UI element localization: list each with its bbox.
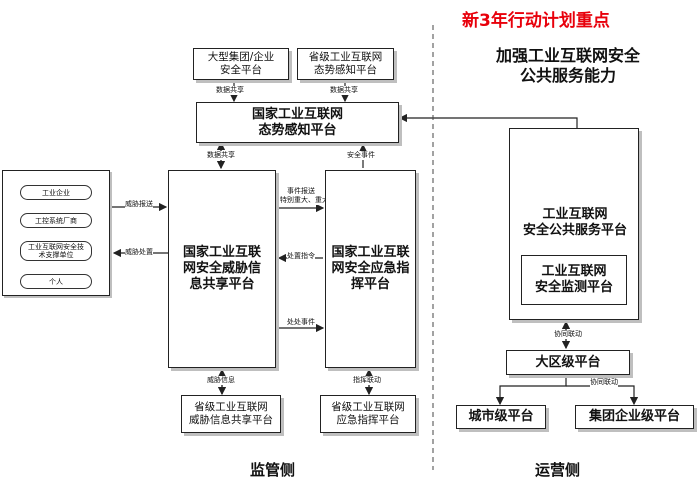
box-line: 城市级平台 xyxy=(468,409,534,424)
box-line: 省级工业互联网 xyxy=(331,401,405,413)
public-service-title: 工业互联网 安全公共服务平台 xyxy=(510,207,640,239)
box-line: 省级工业互联网 xyxy=(308,51,383,63)
threat-info-share-platform: 国家工业互联 网安全威胁信 息共享平台 xyxy=(168,170,276,368)
box-line: 威胁信息共享平台 xyxy=(189,414,273,426)
plan-title: 新3年行动计划重点 xyxy=(462,11,610,31)
box-line: 工业互联网 xyxy=(541,264,607,279)
regulation-side-label: 监管侧 xyxy=(250,461,296,479)
box-line: 大型集团/企业 xyxy=(207,51,275,63)
box-line: 态势感知平台 xyxy=(314,64,377,76)
label-coordinated-1: 协同联动 xyxy=(554,330,582,339)
box-line: 网安全威胁信 xyxy=(182,261,261,276)
box-line: 安全平台 xyxy=(220,64,262,76)
entities-panel: 工业企业 工控系统厂商 工业互联网安全技术支撑单位 个人 xyxy=(2,170,110,296)
entity-individual: 个人 xyxy=(20,274,92,289)
box-line: 国家工业互联 xyxy=(182,245,261,260)
box-line: 集团企业级平台 xyxy=(588,409,680,424)
box-line: 网安全应急指 xyxy=(331,261,410,276)
operation-side-label: 运营侧 xyxy=(535,461,581,479)
regional-platform-box: 大区级平台 xyxy=(506,350,630,375)
national-situation-box: 国家工业互联网 态势感知平台 xyxy=(196,102,399,143)
box-line: 国家工业互联网 xyxy=(251,106,343,122)
box-line: 应急指挥平台 xyxy=(336,414,400,426)
label-threat-info: 威胁信息 xyxy=(207,376,235,385)
box-line: 挥平台 xyxy=(350,277,390,292)
emergency-command-platform: 国家工业互联 网安全应急指 挥平台 xyxy=(325,170,416,368)
goal-title-line2: 公共服务能力 xyxy=(519,66,616,85)
box-line: 大区级平台 xyxy=(535,354,601,370)
label-command-link: 指挥联动 xyxy=(353,376,381,385)
entity-ics-vendor: 工控系统厂商 xyxy=(20,213,92,228)
provincial-threat-share-box: 省级工业互联网 威胁信息共享平台 xyxy=(181,395,281,433)
label-threat-report: 威胁报送 xyxy=(125,200,153,209)
monitoring-platform: 工业互联网 安全监测平台 xyxy=(521,255,627,305)
goal-title: 加强工业互联网安全 公共服务能力 xyxy=(448,46,688,86)
city-platform-box: 城市级平台 xyxy=(456,405,546,429)
box-line: 态势感知平台 xyxy=(258,122,337,138)
provincial-emergency-box: 省级工业互联网 应急指挥平台 xyxy=(320,395,416,433)
large-group-security-box: 大型集团/企业 安全平台 xyxy=(193,48,289,80)
label-disposal-event: 处处事件 xyxy=(287,318,315,327)
label-threat-handling: 威胁处置 xyxy=(125,248,153,257)
label-event-report: 事件报送 xyxy=(287,187,315,196)
provincial-situation-box: 省级工业互联网 态势感知平台 xyxy=(297,48,394,80)
box-line: 息共享平台 xyxy=(189,277,255,292)
label-data-share-left: 数据共享 xyxy=(216,86,244,95)
entity-tech-support-unit: 工业互联网安全技术支撑单位 xyxy=(20,241,92,261)
box-line: 国家工业互联 xyxy=(331,245,410,260)
public-service-platform: 工业互联网 安全公共服务平台 工业互联网 安全监测平台 xyxy=(509,128,639,320)
label-data-share-right: 数据共享 xyxy=(330,86,358,95)
box-line: 安全公共服务平台 xyxy=(522,223,627,238)
box-line: 省级工业互联网 xyxy=(194,401,268,413)
entity-industrial-enterprise: 工业企业 xyxy=(20,185,92,200)
goal-title-line1: 加强工业互联网安全 xyxy=(495,46,640,65)
box-line: 工业互联网 xyxy=(542,207,608,222)
group-enterprise-platform-box: 集团企业级平台 xyxy=(575,405,694,429)
box-line: 安全监测平台 xyxy=(534,280,613,295)
label-major-event: 特别重大、重大 xyxy=(280,196,329,205)
label-coordinated-2: 协同联动 xyxy=(590,378,618,387)
label-data-share-center: 数据共享 xyxy=(207,151,235,160)
label-handling-command: 处置指令 xyxy=(287,252,315,261)
label-security-event: 安全事件 xyxy=(347,151,375,160)
